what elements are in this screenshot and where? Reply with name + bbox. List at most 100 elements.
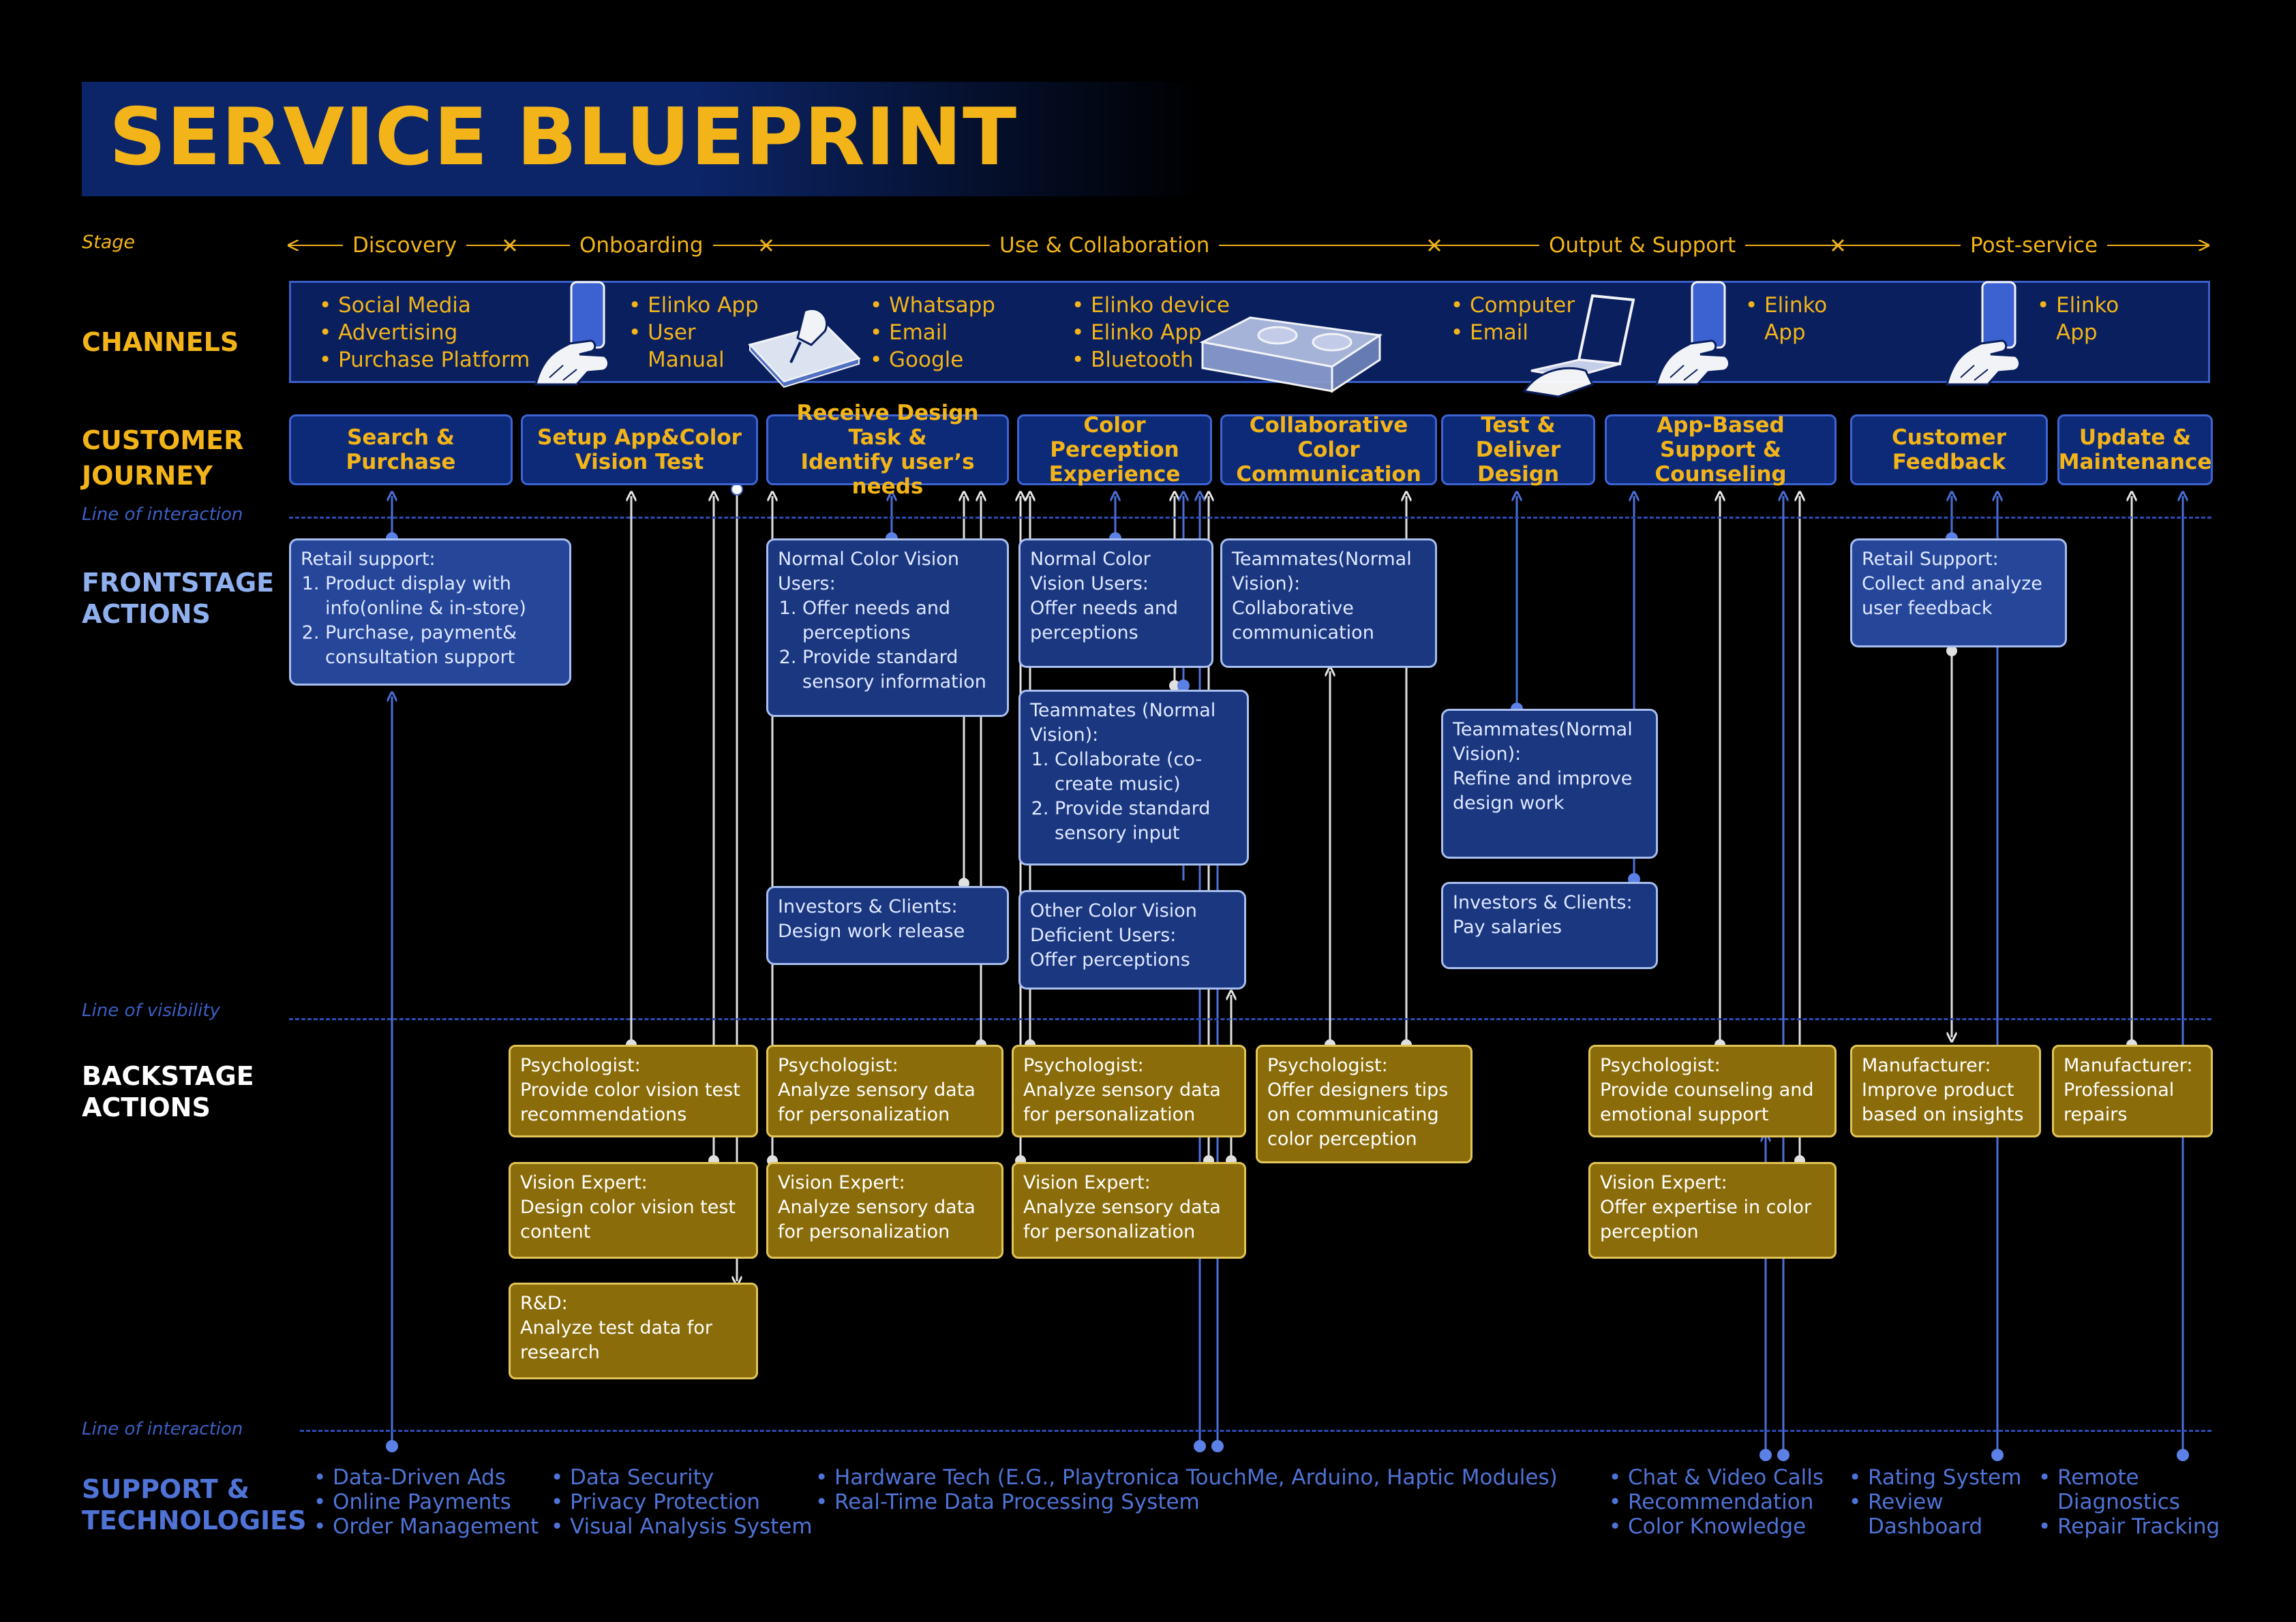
row-label-channels: CHANNELS — [82, 327, 239, 357]
support-item: Data-Driven Ads — [311, 1465, 539, 1490]
page-title: SERVICE BLUEPRINT — [109, 91, 1018, 183]
journey-customer-feedback: Customer Feedback — [1850, 414, 2048, 485]
front-investors-salaries: Investors & Clients: Pay salaries — [1441, 882, 1658, 969]
journey-search-purchase: Search & Purchase — [289, 414, 513, 485]
stage-post-service: Post-service — [1961, 232, 2108, 259]
front-text: Offer needs and perceptions — [1030, 598, 1179, 643]
support-item: Data Security — [548, 1465, 813, 1490]
back-vision-expert-analyze: Vision Expert: Analyze sensory data for … — [766, 1162, 1003, 1259]
front-heading: Teammates(Normal Vision): — [1453, 719, 1633, 765]
back-heading: Manufacturer: — [1862, 1055, 1991, 1076]
back-heading: R&D: — [520, 1293, 568, 1314]
back-heading: Psychologist: — [1023, 1055, 1144, 1076]
front-text: Design work release — [778, 921, 965, 942]
channel-item: App — [2056, 320, 2098, 345]
channel-item: Email — [1448, 319, 1575, 346]
channel-item: Elinko — [1742, 292, 1827, 319]
channel-group-experience: Elinko device Elinko App Bluetooth — [1069, 292, 1230, 373]
support-item: Real-Time Data Processing System — [813, 1490, 1558, 1514]
support-item: Color Knowledge — [1606, 1514, 1824, 1539]
channel-item: Advertising — [316, 319, 530, 346]
line-of-interaction-bottom — [300, 1430, 2211, 1432]
front-retail-support: Retail support: Product display with inf… — [289, 538, 571, 686]
back-text: Analyze sensory data for personalization — [1023, 1080, 1221, 1125]
back-heading: Vision Expert: — [1023, 1172, 1151, 1193]
front-list-item: Provide standard sensory information — [802, 645, 997, 694]
support-item: Visual Analysis System — [548, 1514, 813, 1539]
stage-label: Stage — [82, 232, 136, 253]
channel-group-post: Elinko App — [2034, 292, 2119, 346]
front-retail-feedback: Retail Support: Collect and analyze user… — [1850, 538, 2067, 647]
channel-group-task: Whatsapp Email Google — [867, 292, 995, 373]
front-other-users: Other Color Vision Deficient Users: Offe… — [1018, 890, 1246, 990]
back-psychologist-analyze-2: Psychologist: Analyze sensory data for p… — [1012, 1045, 1246, 1137]
front-list-item: Product display with info(online & in-st… — [325, 572, 560, 621]
support-item: Review — [1846, 1490, 2021, 1514]
stage-output-support: Output & Support — [1539, 232, 1746, 259]
channel-item: Elinko App — [626, 292, 759, 319]
support-item: Online Payments — [311, 1490, 539, 1514]
journey-collaborative-communication: Collaborative Color Communication — [1220, 413, 1437, 487]
channel-item: Social Media — [316, 292, 530, 319]
channel-item: Manual — [648, 348, 725, 372]
writing-hand-icon — [748, 307, 861, 388]
back-heading: Vision Expert: — [1600, 1172, 1727, 1193]
line-of-visibility-label: Line of visibility — [82, 1000, 220, 1021]
front-teammates-communication: Teammates(Normal Vision): Collaborative … — [1220, 538, 1437, 668]
back-vision-expert-expertise: Vision Expert: Offer expertise in color … — [1588, 1162, 1837, 1259]
support-group-support: Chat & Video Calls Recommendation Color … — [1606, 1465, 1824, 1539]
back-text: Analyze sensory data for personalization — [778, 1197, 976, 1242]
support-item: Recommendation — [1606, 1490, 1824, 1514]
support-group-feedback: Rating System Review Dashboard — [1846, 1465, 2021, 1539]
row-label-backstage: BACKSTAGE ACTIONS — [82, 1061, 254, 1122]
support-group-use: Hardware Tech (E.G., Playtronica TouchMe… — [813, 1465, 1558, 1514]
back-psychologist-analyze: Psychologist: Analyze sensory data for p… — [766, 1045, 1003, 1137]
channel-item: Purchase Platform — [316, 346, 530, 373]
back-psychologist-tips: Psychologist: Offer designers tips on co… — [1256, 1045, 1472, 1163]
support-item: Privacy Protection — [548, 1490, 813, 1514]
line-of-interaction-top — [289, 517, 2211, 519]
front-text: Collaborative communication — [1232, 598, 1374, 643]
front-teammates-collaborate: Teammates (Normal Vision): Collaborate (… — [1018, 690, 1249, 866]
back-text: Design color vision test content — [520, 1197, 736, 1242]
back-text: Professional repairs — [2064, 1080, 2175, 1125]
front-heading: Investors & Clients: — [1453, 892, 1633, 913]
support-item: Hardware Tech (E.G., Playtronica TouchMe… — [813, 1465, 1558, 1490]
line-of-visibility — [289, 1018, 2211, 1020]
channel-group-discovery: Social Media Advertising Purchase Platfo… — [316, 292, 530, 373]
stage-discovery: Discovery — [343, 232, 467, 259]
channel-group-onboarding: Elinko App User Manual — [626, 292, 759, 373]
journey-setup-app: Setup App&Color Vision Test — [521, 414, 758, 485]
channel-item: User — [626, 319, 759, 346]
back-manufacturer-repairs: Manufacturer: Professional repairs — [2052, 1045, 2213, 1137]
support-item: Chat & Video Calls — [1606, 1465, 1824, 1490]
back-vision-expert-analyze-2: Vision Expert: Analyze sensory data for … — [1012, 1162, 1246, 1259]
journey-test-deliver: Test & Deliver Design — [1441, 413, 1595, 487]
back-heading: Manufacturer: — [2064, 1055, 2193, 1076]
back-text: Analyze sensory data for personalization — [778, 1080, 976, 1125]
journey-color-perception: Color Perception Experience — [1017, 413, 1212, 487]
back-psychologist-test: Psychologist: Provide color vision test … — [509, 1045, 758, 1137]
front-list-item: Purchase, payment& consultation support — [325, 621, 560, 670]
channel-group-support: Elinko App — [1742, 292, 1827, 346]
front-list-item: Offer needs and perceptions — [802, 596, 997, 645]
channel-item: Computer — [1448, 292, 1575, 319]
stage-onboarding: Onboarding — [570, 232, 713, 259]
support-item: Repair Tracking — [2036, 1514, 2220, 1539]
front-list-item: Collaborate (co-create music) — [1055, 748, 1237, 797]
front-text: Pay salaries — [1453, 917, 1562, 938]
stage-use-collaboration: Use & Collaboration — [990, 232, 1220, 259]
front-teammates-refine: Teammates(Normal Vision): Refine and imp… — [1441, 709, 1658, 859]
back-manufacturer-improve: Manufacturer: Improve product based on i… — [1850, 1045, 2041, 1137]
line-of-interaction-bottom-label: Line of interaction — [82, 1419, 243, 1439]
back-text: Analyze sensory data for personalization — [1023, 1197, 1221, 1242]
back-rnd: R&D: Analyze test data for research — [509, 1283, 758, 1379]
back-text: Improve product based on insights — [1862, 1080, 2024, 1125]
back-text: Analyze test data for research — [520, 1317, 712, 1363]
row-label-support: SUPPORT & TECHNOLOGIES — [82, 1474, 307, 1535]
support-item: Remote — [2036, 1465, 2220, 1490]
channel-item: Whatsapp — [867, 292, 995, 319]
front-text: Collect and analyze user feedback — [1862, 573, 2042, 619]
front-text: Refine and improve design work — [1453, 768, 1633, 814]
channel-item: Elinko device — [1069, 292, 1230, 319]
